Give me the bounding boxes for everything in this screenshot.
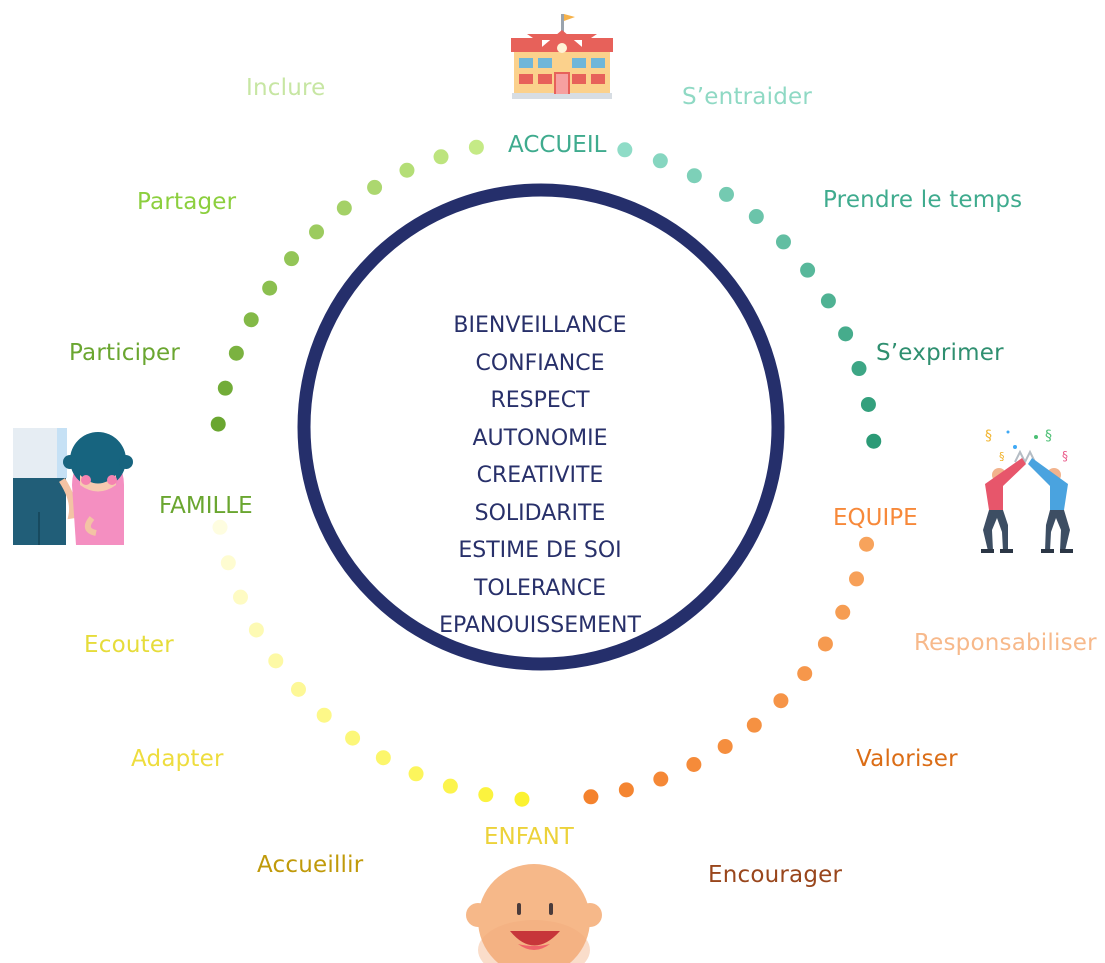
value-item: CREATIVITE bbox=[476, 463, 604, 488]
dot-famille-accueil bbox=[243, 312, 259, 328]
dot-accueil-equipe bbox=[718, 186, 734, 202]
verb-sentraider: S’entraider bbox=[682, 84, 813, 110]
dot-enfant-famille bbox=[316, 707, 332, 723]
svg-text:§: § bbox=[1062, 449, 1068, 463]
verb-partager: Partager bbox=[137, 189, 237, 215]
dot-accueil-equipe bbox=[860, 396, 876, 412]
svg-text:§: § bbox=[985, 428, 992, 444]
dot-accueil-equipe bbox=[686, 168, 702, 184]
value-item: EPANOUISSEMENT bbox=[439, 613, 641, 638]
dot-equipe-enfant bbox=[653, 771, 669, 787]
verb-prendre-le-temps: Prendre le temps bbox=[823, 187, 1023, 213]
central-values-list: BIENVEILLANCE CONFIANCE RESPECT AUTONOMI… bbox=[310, 307, 770, 645]
dot-equipe-enfant bbox=[583, 789, 599, 805]
pole-famille: FAMILLE bbox=[159, 493, 253, 519]
dot-equipe-enfant bbox=[797, 666, 813, 682]
svg-text:§: § bbox=[1045, 428, 1052, 444]
dot-accueil-equipe bbox=[838, 326, 854, 342]
dot-enfant-famille bbox=[375, 750, 391, 766]
dot-famille-accueil bbox=[210, 416, 226, 432]
dot-famille-accueil bbox=[433, 149, 449, 165]
dot-equipe-enfant bbox=[773, 693, 789, 709]
dot-enfant-famille bbox=[478, 787, 494, 803]
dot-famille-accueil bbox=[262, 280, 278, 296]
dot-accueil-equipe bbox=[652, 153, 668, 169]
dot-famille-accueil bbox=[399, 162, 415, 178]
value-item: BIENVEILLANCE bbox=[453, 313, 627, 338]
pole-accueil: ACCUEIL bbox=[508, 132, 607, 158]
dot-famille-accueil bbox=[336, 200, 352, 216]
parent-and-child-icon bbox=[13, 428, 133, 545]
value-item: RESPECT bbox=[490, 388, 590, 413]
verb-inclure: Inclure bbox=[246, 75, 326, 101]
value-item: ESTIME DE SOI bbox=[458, 538, 622, 563]
dot-accueil-equipe bbox=[800, 262, 816, 278]
dot-accueil-equipe bbox=[617, 142, 633, 158]
value-item: SOLIDARITE bbox=[474, 500, 606, 526]
dot-famille-accueil bbox=[217, 380, 233, 396]
verb-encourager: Encourager bbox=[708, 862, 843, 888]
verb-ecouter: Ecouter bbox=[84, 632, 174, 658]
verb-valoriser: Valoriser bbox=[856, 746, 958, 772]
dot-equipe-enfant bbox=[849, 571, 865, 587]
central-values-circle bbox=[297, 183, 785, 671]
dot-enfant-famille bbox=[442, 778, 458, 794]
dot-equipe-enfant bbox=[746, 717, 762, 733]
dot-enfant-famille bbox=[232, 589, 248, 605]
dot-enfant-famille bbox=[408, 766, 424, 782]
value-item: AUTONOMIE bbox=[472, 425, 608, 451]
school-building-icon bbox=[511, 14, 613, 99]
dot-equipe-enfant bbox=[817, 636, 833, 652]
dot-enfant-famille bbox=[248, 622, 264, 638]
dot-famille-accueil bbox=[228, 345, 244, 361]
dot-accueil-equipe bbox=[851, 361, 867, 377]
dot-accueil-equipe bbox=[820, 293, 836, 309]
value-item: CONFIANCE bbox=[475, 350, 605, 376]
dot-equipe-enfant bbox=[618, 782, 634, 798]
dot-enfant-famille bbox=[220, 555, 236, 571]
dot-enfant-famille bbox=[290, 681, 306, 697]
dot-famille-accueil bbox=[284, 251, 300, 267]
dot-enfant-famille bbox=[514, 791, 530, 807]
pole-enfant: ENFANT bbox=[484, 824, 574, 850]
high-five-team-icon: § § § § bbox=[981, 428, 1073, 553]
dot-equipe-enfant bbox=[717, 738, 733, 754]
dot-accueil-equipe bbox=[748, 209, 764, 225]
dot-enfant-famille bbox=[345, 730, 361, 746]
dotted-ring bbox=[210, 139, 882, 807]
baby-face-icon bbox=[466, 864, 602, 963]
verb-responsabiliser: Responsabiliser bbox=[914, 630, 1097, 656]
svg-text:§: § bbox=[999, 450, 1005, 463]
pole-equipe: EQUIPE bbox=[833, 505, 918, 531]
dot-enfant-famille bbox=[268, 653, 284, 669]
verb-accueillir: Accueillir bbox=[257, 852, 364, 878]
dot-equipe-enfant bbox=[859, 536, 875, 552]
verb-participer: Participer bbox=[69, 340, 181, 366]
verb-sexprimer: S’exprimer bbox=[876, 340, 1004, 366]
dot-famille-accueil bbox=[468, 139, 484, 155]
value-item: TOLERANCE bbox=[473, 575, 607, 601]
dot-accueil-equipe bbox=[775, 234, 791, 250]
dot-accueil-equipe bbox=[866, 433, 882, 449]
dot-equipe-enfant bbox=[835, 604, 851, 620]
verb-adapter: Adapter bbox=[131, 746, 224, 772]
dot-enfant-famille bbox=[212, 519, 228, 535]
dot-famille-accueil bbox=[367, 179, 383, 195]
dot-famille-accueil bbox=[309, 224, 325, 240]
dot-equipe-enfant bbox=[686, 757, 702, 773]
